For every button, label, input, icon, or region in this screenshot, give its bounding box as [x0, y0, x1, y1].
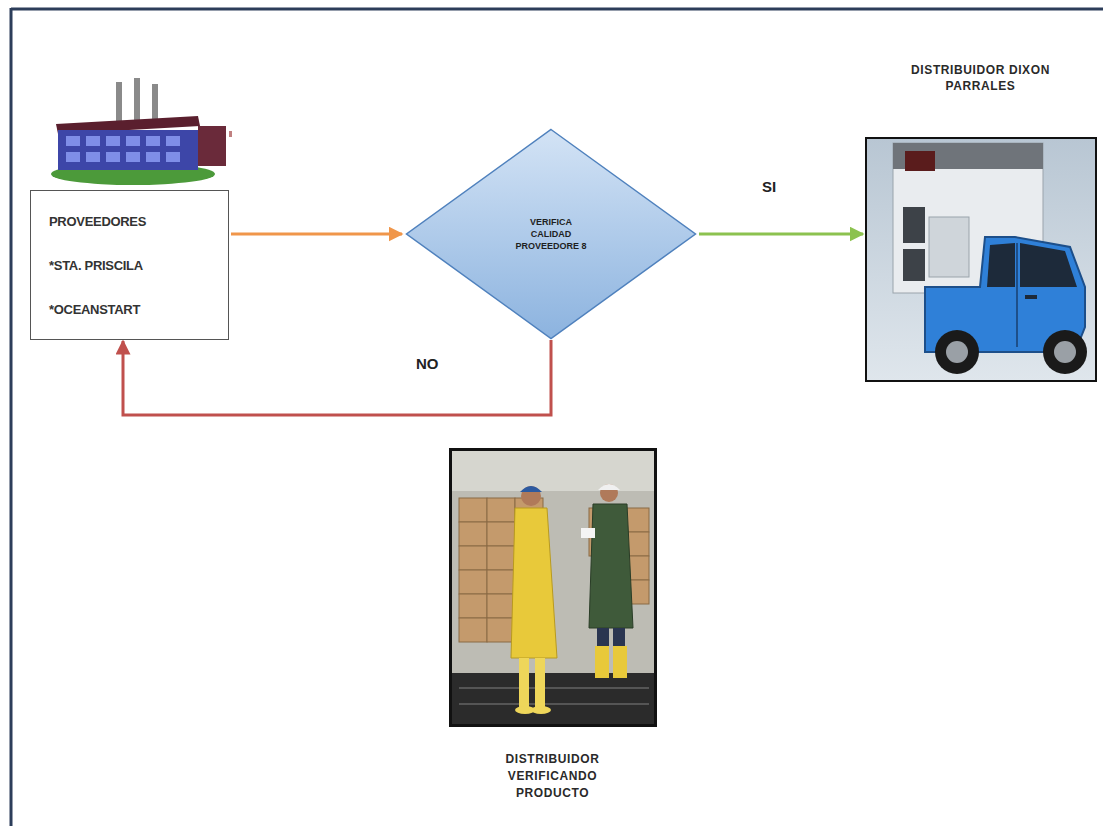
supplier-box: PROVEEDORES *STA. PRISCILA *OCEANSTART	[30, 190, 229, 340]
decision-diamond: VERIFICA CALIDAD PROVEEDORE 8	[405, 128, 697, 340]
box-heading: PROVEEDORES	[49, 214, 218, 229]
supplier-name: *OCEANSTART	[49, 302, 218, 317]
flow-arrow	[699, 233, 863, 236]
distributor-heading: DISTRIBUIDOR DIXON PARRALES	[911, 62, 1051, 94]
photo-caption: DISTRIBUIDOR VERIFICANDO PRODUCTO	[450, 751, 655, 802]
inspection-photo	[449, 448, 657, 727]
edge-label: NO	[414, 355, 441, 372]
flow-arrow	[123, 340, 551, 415]
distributor-truck-node: DISTRIBUIDOR DIXON PARRALES	[866, 62, 1095, 380]
edge-label: SI	[760, 178, 778, 195]
decision-text: VERIFICA CALIDAD PROVEEDORE 8	[509, 216, 593, 252]
factory-icon	[48, 76, 233, 188]
supplier-name: *STA. PRISCILA	[49, 258, 218, 273]
flow-arrow	[231, 233, 402, 236]
truck-picture	[865, 137, 1097, 382]
inspection-photo-node: DISTRIBUIDOR VERIFICANDO PRODUCTO	[450, 449, 655, 819]
